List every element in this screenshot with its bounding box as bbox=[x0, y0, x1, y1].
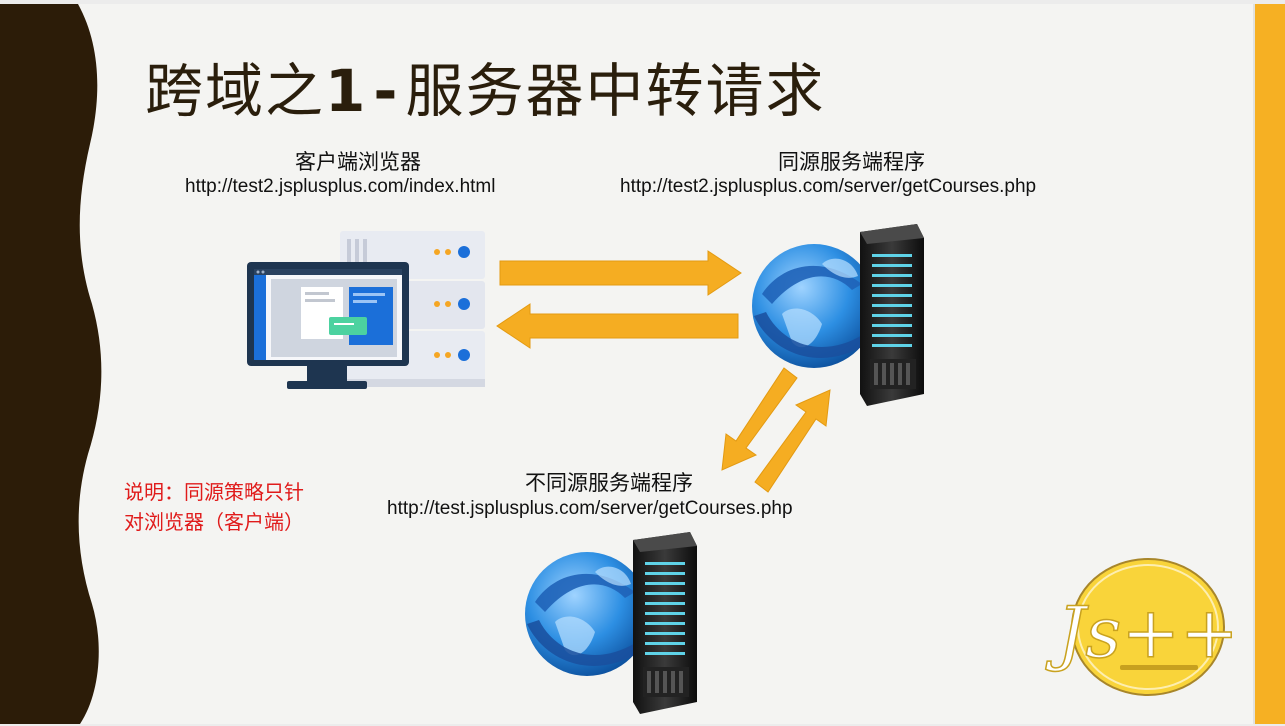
client-name: 客户端浏览器 bbox=[295, 150, 421, 174]
slide-title: 跨域之1-服务器中转请求 bbox=[145, 44, 825, 128]
cross-origin-server-name: 不同源服务端程序 bbox=[525, 471, 693, 495]
globe-with-server-tower-icon-cross-origin bbox=[525, 532, 697, 714]
slide: 跨域之1-服务器中转请求 客户端浏览器 http://test2.jsplusp… bbox=[0, 4, 1285, 724]
wavy-border-decoration bbox=[0, 4, 102, 724]
same-origin-server-name: 同源服务端程序 bbox=[778, 150, 925, 174]
note-line-2: 对浏览器（客户端） bbox=[124, 510, 304, 534]
note: 说明：同源策略只针 对浏览器（客户端） bbox=[124, 477, 354, 537]
note-line-1: 说明：同源策略只针 bbox=[124, 480, 304, 504]
cross-origin-server-url: http://test.jsplusplus.com/server/getCou… bbox=[387, 498, 793, 519]
title-number: 1 bbox=[325, 57, 368, 125]
computer-with-server-rack-icon bbox=[247, 231, 485, 389]
logo-text: Js++ bbox=[1045, 592, 1238, 674]
right-gold-bar bbox=[1255, 4, 1285, 724]
title-dash: - bbox=[373, 57, 400, 125]
request-arrow-right bbox=[499, 250, 742, 296]
right-edge-line bbox=[1253, 4, 1255, 724]
client-url: http://test2.jsplusplus.com/index.html bbox=[185, 176, 496, 197]
response-arrow-left bbox=[496, 303, 739, 349]
return-arrow-diagonal-up bbox=[754, 389, 831, 493]
globe-with-server-tower-icon bbox=[752, 224, 924, 406]
forward-arrow-diagonal-down bbox=[721, 367, 798, 471]
same-origin-server-url: http://test2.jsplusplus.com/server/getCo… bbox=[620, 176, 1037, 197]
jsplusplus-logo-icon: Js++ bbox=[1045, 558, 1239, 696]
title-prefix: 跨域之 bbox=[145, 57, 326, 125]
title-suffix: 服务器中转请求 bbox=[405, 57, 826, 125]
